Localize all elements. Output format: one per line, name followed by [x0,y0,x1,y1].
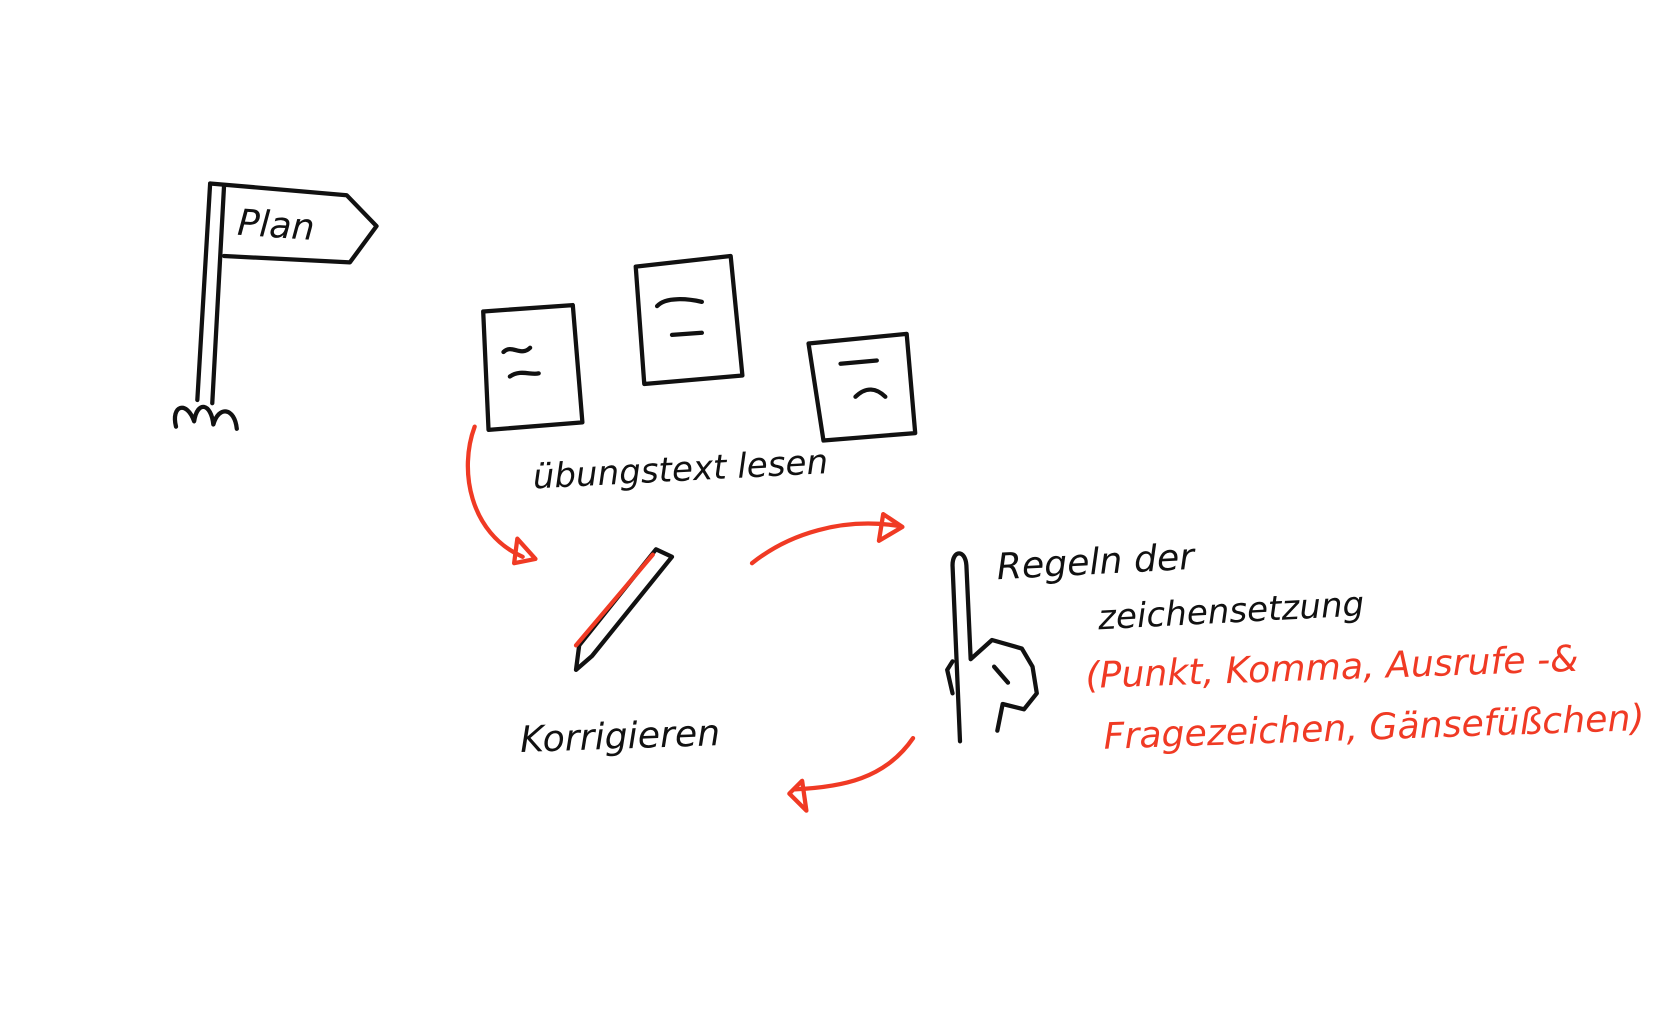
document-icon [633,253,745,387]
arrow-icon [465,424,538,566]
arrow-icon [749,512,905,566]
correct-label: Korrigieren [519,711,720,761]
signpost-flag-icon [172,181,379,431]
rules-title-line1: Regeln der [996,535,1198,588]
pencil-icon [573,547,675,672]
flag-label: Plan [236,201,316,249]
punctuation-list-line2: Fragezeichen, Gänsefüßchen) [1103,696,1645,758]
document-icon [481,302,585,432]
punctuation-list-line1: (Punkt, Komma, Ausrufe -& [1085,637,1579,697]
read-text-label: übungstext lesen [532,442,829,497]
pointing-hand-icon [945,551,1039,744]
document-icon [806,331,918,443]
rules-title-line2: zeichensetzung [1096,584,1365,638]
arrow-icon [787,736,916,813]
